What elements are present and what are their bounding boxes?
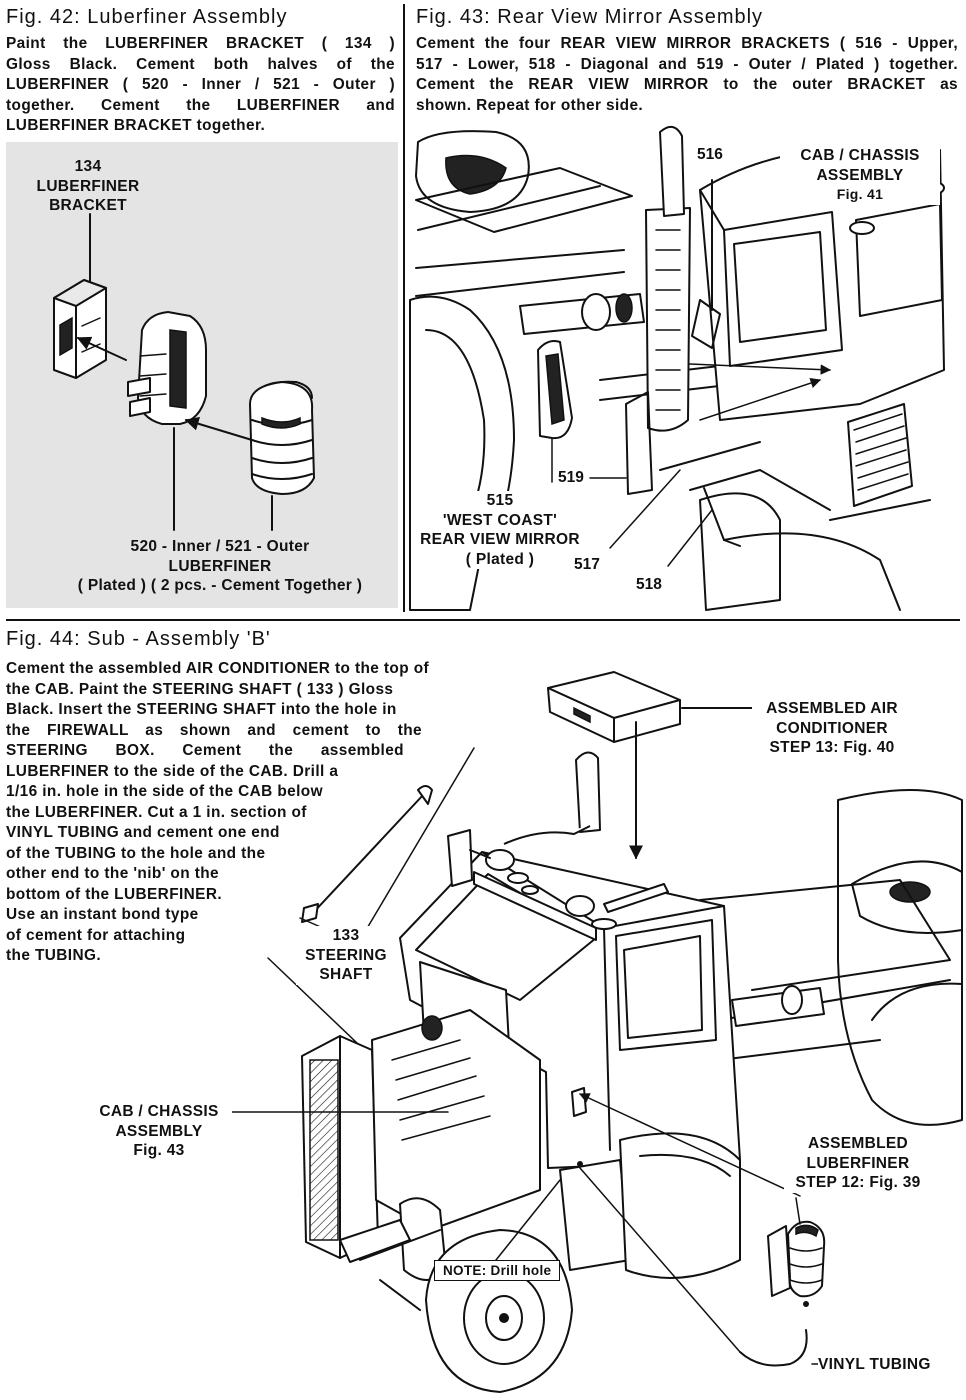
- label-line: ASSEMBLY: [816, 166, 904, 184]
- fig44-line: the LUBERFINER. Cut a 1 in. section of: [6, 803, 307, 821]
- fig42-line: LUBERFINER ( 520 - Inner / 521 - Outer ): [6, 76, 395, 93]
- drill-hole-note: NOTE: Drill hole: [434, 1260, 561, 1281]
- part-518-label: 518: [636, 576, 662, 594]
- luberfiner-inner-half: [127, 311, 207, 425]
- label-line: LUBERFINER: [806, 1154, 910, 1172]
- fig44-line: of cement for attaching: [6, 926, 186, 944]
- fig44-title: Fig. 44: Sub - Assembly 'B': [6, 628, 271, 650]
- fig44-label-shaft: 133 STEERING SHAFT: [296, 926, 396, 985]
- fig43-title: Fig. 43: Rear View Mirror Assembly: [416, 6, 764, 28]
- fig42-label-luberfiner: 520 - Inner / 521 - Outer LUBERFINER ( P…: [50, 537, 390, 596]
- fig43-drawing: [409, 125, 945, 611]
- fig42-drawing: [53, 213, 315, 531]
- fig44-line: other end to the 'nib' on the: [6, 865, 219, 882]
- part-519-label: 519: [558, 469, 584, 487]
- fig44-label-luberfiner: ASSEMBLED LUBERFINER STEP 12: Fig. 39: [784, 1134, 932, 1193]
- label-line: CONDITIONER: [776, 719, 888, 737]
- fig42-line: Gloss Black. Cement both halves of the: [6, 55, 395, 73]
- fig44-line: of the TUBING to the hole and the: [6, 844, 266, 862]
- air-conditioner: [547, 671, 681, 743]
- fig44-line: VINYL TUBING and cement one end: [6, 824, 280, 841]
- fig44-instructions: Cement the assembled AIR CONDITIONER to …: [6, 659, 482, 967]
- label-line: Fig. 41: [836, 186, 884, 202]
- label-line: LUBERFINER: [36, 177, 140, 195]
- fig44-line: Black. Insert the STEERING SHAFT into th…: [6, 701, 397, 718]
- fig43-instructions: Cement the four REAR VIEW MIRROR BRACKET…: [416, 34, 958, 116]
- luberfiner-outer-half: [249, 380, 315, 495]
- label-line: LUBERFINER: [168, 557, 272, 575]
- fig44-label-ac: ASSEMBLED AIR CONDITIONER STEP 13: Fig. …: [752, 699, 912, 758]
- fig44-line: bottom of the LUBERFINER.: [6, 885, 223, 903]
- label-line: STEP 12: Fig. 39: [795, 1174, 921, 1191]
- part-516-label: 516: [697, 146, 723, 163]
- assembled-luberfiner: [767, 1220, 826, 1307]
- label-line: STEERING: [305, 946, 387, 964]
- fig44-line: the FIREWALL as shown and cement to the: [6, 721, 422, 739]
- label-line: 134: [74, 158, 102, 175]
- fig43-line: Cement the REAR VIEW MIRROR to the outer…: [416, 76, 958, 93]
- fig42-line: LUBERFINER BRACKET together.: [6, 117, 266, 134]
- fig43-label-mirror: 515 'WEST COAST' REAR VIEW MIRROR ( Plat…: [412, 491, 588, 569]
- label-line: STEP 13: Fig. 40: [769, 739, 895, 756]
- label-line: 133: [332, 927, 360, 944]
- label-line: CAB / CHASSIS: [800, 147, 920, 164]
- fig43-line: Cement the four REAR VIEW MIRROR BRACKET…: [416, 35, 958, 52]
- fig44-line: Cement the assembled AIR CONDITIONER to …: [6, 660, 430, 677]
- page-dividers: [6, 4, 960, 621]
- luberfiner-bracket: [53, 279, 107, 379]
- label-line: 520 - Inner / 521 - Outer: [130, 538, 310, 555]
- fig43-line: shown. Repeat for other side.: [416, 96, 644, 114]
- label-line: ASSEMBLED AIR: [766, 700, 898, 717]
- label-line: Fig. 43: [133, 1142, 185, 1159]
- fig44-line: STEERING BOX. Cement the assembled: [6, 742, 404, 759]
- label-line: ( Plated ) ( 2 pcs. - Cement Together ): [77, 577, 363, 594]
- label-line: ASSEMBLED: [807, 1135, 908, 1152]
- fig44-line: the TUBING.: [6, 947, 102, 964]
- label-line: ( Plated ): [465, 550, 535, 568]
- fig44-line: Use an instant bond type: [6, 906, 199, 923]
- label-line: 515: [486, 492, 514, 509]
- fig43-label-cab: CAB / CHASSIS ASSEMBLY Fig. 41: [780, 146, 940, 205]
- label-line: CAB / CHASSIS: [99, 1103, 219, 1120]
- fig43-line: 517 - Lower, 518 - Diagonal and 519 - Ou…: [416, 55, 958, 73]
- west-coast-mirror: [537, 340, 573, 440]
- fig44-line: the CAB. Paint the STEERING SHAFT ( 133 …: [6, 680, 394, 698]
- label-line: 'WEST COAST': [442, 511, 558, 529]
- part-517-label: 517: [574, 556, 600, 574]
- fig42-line: Paint the LUBERFINER BRACKET ( 134 ): [6, 35, 395, 52]
- label-line: BRACKET: [49, 197, 127, 214]
- fig44-drawing: [225, 671, 963, 1393]
- radiator: [301, 1035, 379, 1259]
- fig44-label-cab: CAB / CHASSIS ASSEMBLY Fig. 43: [86, 1102, 232, 1161]
- fig42-title: Fig. 42: Luberfiner Assembly: [6, 6, 288, 28]
- label-line: REAR VIEW MIRROR: [420, 531, 580, 548]
- label-line: SHAFT: [319, 966, 373, 983]
- fig42-line: together. Cement the LUBERFINER and: [6, 96, 395, 114]
- vinyl-tubing-label: VINYL TUBING: [818, 1355, 931, 1375]
- cab: [399, 825, 741, 1169]
- fig44-line: 1/16 in. hole in the side of the CAB bel…: [6, 783, 323, 800]
- fig42-instructions: Paint the LUBERFINER BRACKET ( 134 ) Glo…: [6, 34, 395, 137]
- fig42-label-bracket: 134 LUBERFINER BRACKET: [28, 157, 148, 216]
- label-line: ASSEMBLY: [115, 1122, 203, 1140]
- fig44-line: LUBERFINER to the side of the CAB. Drill…: [6, 762, 339, 780]
